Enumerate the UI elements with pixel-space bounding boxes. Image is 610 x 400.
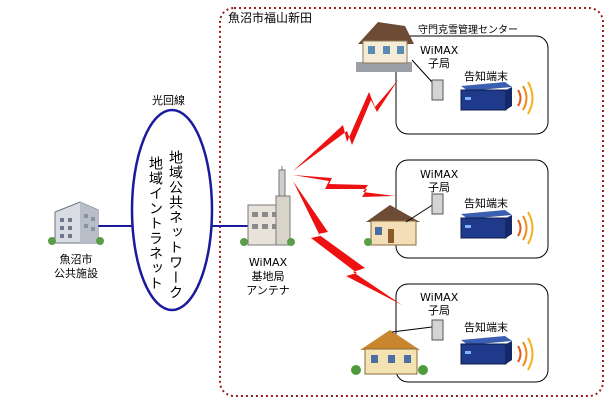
network-ellipse xyxy=(130,108,214,312)
substation-1-label-line1: WiMAX xyxy=(420,44,459,57)
network-label-line2: 地域イントラネット xyxy=(147,156,163,291)
fiber-label: 光回線 xyxy=(152,94,185,107)
sound-wave-icon-1 xyxy=(517,81,534,115)
facility-label-line2: 公共施設 xyxy=(54,267,98,280)
wimax-unit-3 xyxy=(431,319,444,341)
lightning-bolt-1 xyxy=(293,80,398,171)
base-station-label-line1: WiMAX xyxy=(248,256,288,269)
house-icon-2 xyxy=(364,203,435,246)
substation-2-label-line2: 子局 xyxy=(428,181,450,194)
public-facility-building-icon xyxy=(48,201,104,245)
center-label: 守門克雪管理センター xyxy=(418,25,518,36)
network-label-line1: 地域公共ネットワーク xyxy=(167,150,183,300)
region-label: 魚沼市福山新田 xyxy=(228,11,313,25)
substation-1-label-line2: 子局 xyxy=(428,57,450,70)
base-station-icon xyxy=(240,166,295,246)
terminal-2-label: 告知端末 xyxy=(464,197,508,210)
base-station-label-line2: 基地局 xyxy=(251,270,285,283)
base-station-label-line3: アンテナ xyxy=(246,284,290,297)
facility-label-line1: 魚沼市 xyxy=(59,253,93,266)
terminal-3-label: 告知端末 xyxy=(464,321,508,334)
sound-wave-icon-2 xyxy=(517,211,534,245)
sound-wave-icon-3 xyxy=(517,337,534,371)
house-icon-1 xyxy=(356,22,433,83)
terminal-device-icon-1 xyxy=(460,82,512,111)
wimax-unit-2 xyxy=(431,193,444,215)
substation-3-label-line2: 子局 xyxy=(428,304,450,317)
lightning-bolt-2 xyxy=(293,175,395,197)
house-icon-3 xyxy=(351,326,433,375)
region-border xyxy=(219,7,604,397)
wimax-unit-1 xyxy=(431,79,444,101)
terminal-device-icon-3 xyxy=(460,336,512,365)
terminal-device-icon-2 xyxy=(460,210,512,239)
terminal-1-label: 告知端末 xyxy=(464,70,508,83)
substation-2-label-line1: WiMAX xyxy=(420,168,459,181)
substation-3-label-line1: WiMAX xyxy=(420,291,459,304)
